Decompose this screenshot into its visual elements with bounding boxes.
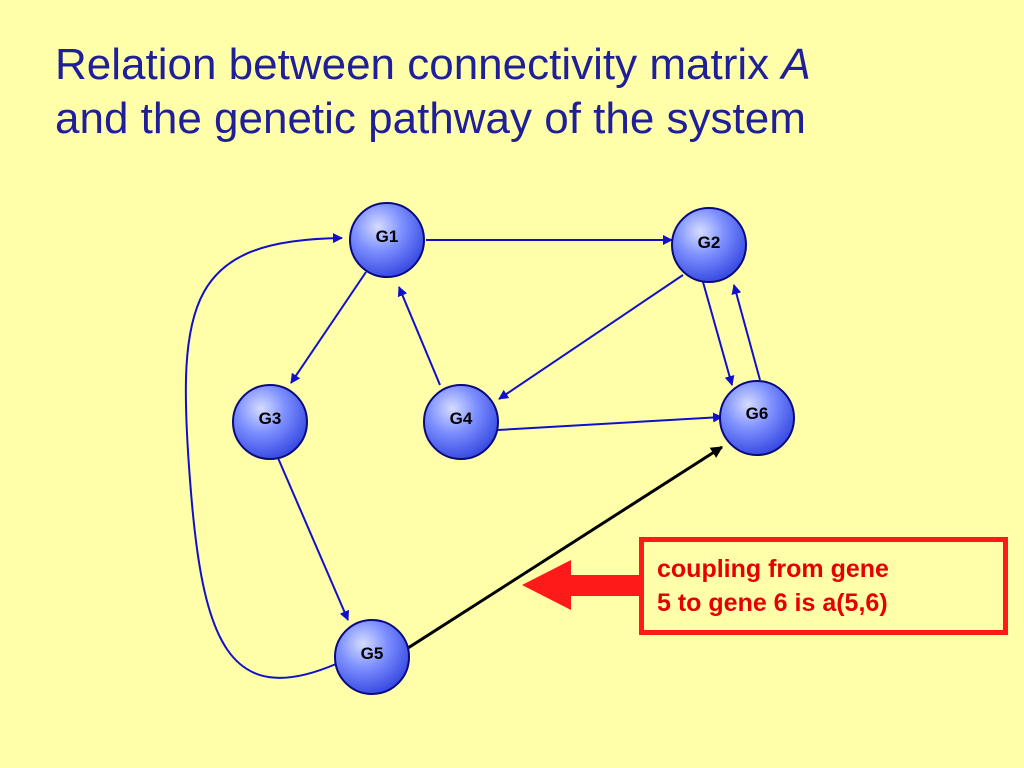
node-g5-label: G5: [361, 644, 384, 663]
edge-g1-g3: [290, 271, 367, 384]
callout-box: coupling from gene 5 to gene 6 is a(5,6): [639, 537, 1008, 635]
title-line-1-text: Relation between connectivity matrix: [55, 40, 782, 89]
node-g2-label: G2: [698, 233, 721, 252]
edges: [184, 233, 761, 679]
node-g2: G2: [671, 207, 747, 283]
edge-g5-g1: [184, 233, 343, 679]
edge-g4-g1: [397, 286, 441, 386]
node-g1: G1: [349, 202, 425, 278]
edge-g2-g6: [702, 281, 735, 386]
edge-g4-g6: [497, 412, 723, 431]
node-g3: G3: [232, 384, 308, 460]
node-g3-label: G3: [259, 409, 282, 428]
title-line-1: Relation between connectivity matrix A: [55, 38, 995, 92]
node-g4: G4: [423, 384, 499, 460]
edge-g3-g5: [277, 457, 350, 621]
edge-g5-g6-highlighted: [407, 445, 724, 650]
node-g1-label: G1: [376, 227, 399, 246]
edge-g6-g2: [731, 284, 761, 381]
title-line-2: and the genetic pathway of the system: [55, 94, 806, 143]
callout-line-1: coupling from gene: [657, 555, 889, 583]
matrix-symbol: A: [781, 40, 811, 89]
edge-g2-g4: [498, 274, 684, 400]
callout-line-2: 5 to gene 6 is a(5,6): [657, 589, 888, 617]
node-g5: G5: [334, 619, 410, 695]
node-g4-label: G4: [450, 409, 473, 428]
node-g6-label: G6: [746, 404, 769, 423]
slide-title: Relation between connectivity matrix A a…: [55, 38, 995, 146]
node-g6: G6: [719, 380, 795, 456]
callout-arrow: [522, 560, 640, 610]
